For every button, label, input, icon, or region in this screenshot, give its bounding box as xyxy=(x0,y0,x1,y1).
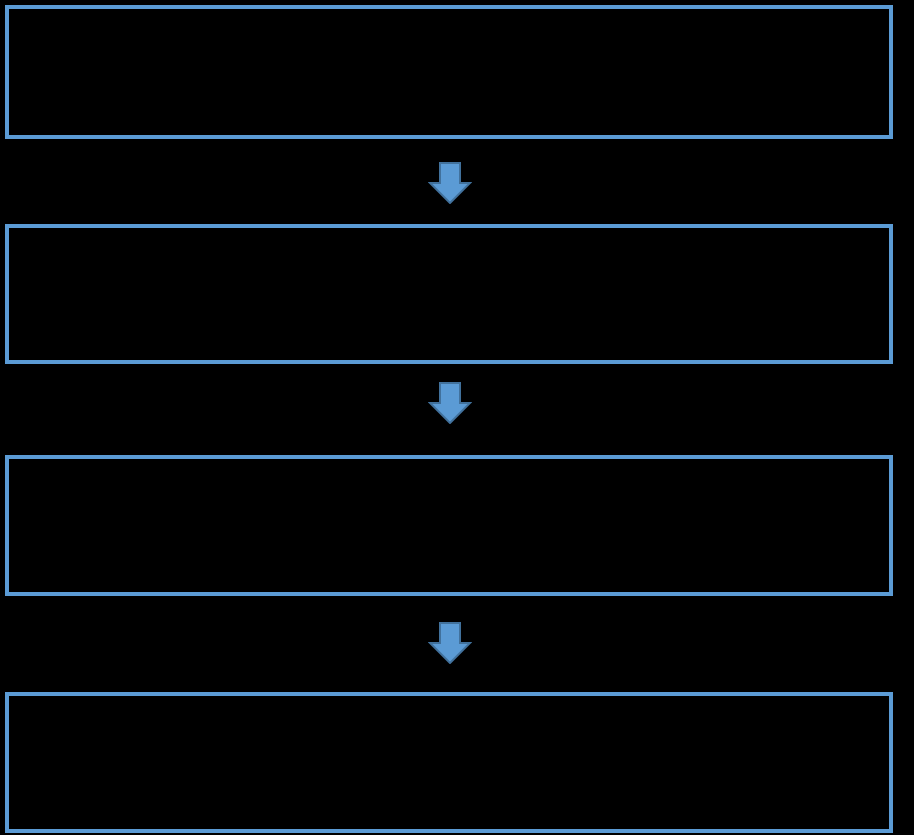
down-arrow-glyph xyxy=(428,162,472,204)
flow-box-4 xyxy=(5,692,893,833)
flow-box-1 xyxy=(5,5,893,139)
down-arrow-icon-2 xyxy=(428,382,472,424)
down-arrow-glyph xyxy=(428,382,472,424)
flow-box-2 xyxy=(5,224,893,364)
flow-box-3 xyxy=(5,455,893,596)
down-arrow-icon-1 xyxy=(428,162,472,204)
down-arrow-icon-3 xyxy=(428,622,472,664)
down-arrow-glyph xyxy=(428,622,472,664)
